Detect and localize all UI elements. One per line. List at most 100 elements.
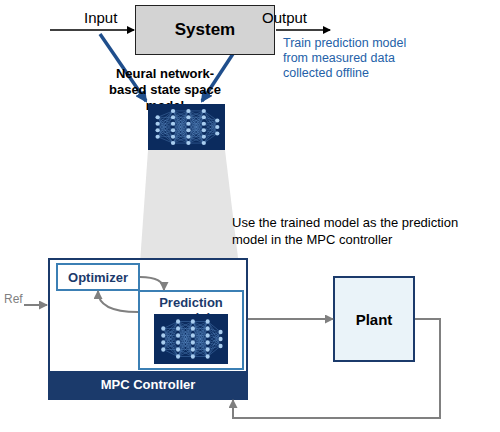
network-neuron <box>161 333 165 337</box>
network-neuron <box>206 326 210 330</box>
network-neuron <box>156 128 160 132</box>
connector-arrow <box>248 318 333 320</box>
network-link <box>188 117 203 143</box>
network-link <box>158 130 173 136</box>
network-link <box>178 336 193 357</box>
network-link <box>178 329 193 357</box>
network-link <box>193 322 208 357</box>
network-neuron <box>206 347 210 351</box>
network-link <box>173 111 188 117</box>
network-link <box>204 133 217 143</box>
network-link <box>178 329 193 357</box>
network-link <box>204 127 217 143</box>
network-link <box>188 110 203 111</box>
network-link <box>178 350 193 357</box>
network-neuron <box>186 135 190 139</box>
network-neuron <box>171 122 175 126</box>
network-link <box>204 121 217 137</box>
network-neuron <box>206 340 210 344</box>
network-link <box>208 322 221 333</box>
network-neuron <box>171 135 175 139</box>
network-link <box>173 111 188 143</box>
network-link <box>188 111 203 117</box>
network-neuron <box>171 115 175 119</box>
network-link <box>163 322 178 343</box>
network-neuron <box>176 326 180 330</box>
network-link <box>188 130 203 143</box>
network-neuron <box>171 128 175 132</box>
network-neuron <box>202 115 206 119</box>
network-neuron <box>215 125 219 129</box>
network-link <box>178 321 193 322</box>
reference-arrow <box>24 304 47 306</box>
network-link <box>208 332 221 350</box>
network-link <box>163 343 178 357</box>
network-link <box>163 349 178 350</box>
network-neuron <box>186 115 190 119</box>
network-neuron <box>202 128 206 132</box>
network-link <box>193 356 208 357</box>
network-link <box>173 111 188 137</box>
annotation-note: Use the trained model as the prediction … <box>232 214 482 248</box>
network-link <box>178 343 193 357</box>
network-neuron <box>161 347 165 351</box>
network-link <box>158 111 173 124</box>
network-link <box>178 322 193 350</box>
network-link <box>188 137 203 143</box>
network-neuron <box>191 319 195 323</box>
neural-network-icon <box>154 314 228 364</box>
network-link <box>178 350 193 357</box>
network-neuron <box>215 131 219 135</box>
network-link <box>163 336 178 350</box>
network-neuron <box>191 326 195 330</box>
signal-name: Output <box>262 9 332 26</box>
network-link <box>178 356 193 357</box>
network-link <box>163 329 178 350</box>
network-neuron <box>176 333 180 337</box>
network-link <box>188 124 203 143</box>
network-link <box>178 322 193 357</box>
network-neuron <box>171 109 175 113</box>
network-link <box>158 130 173 143</box>
network-link <box>178 322 193 336</box>
network-neuron <box>156 135 160 139</box>
network-neuron <box>191 333 195 337</box>
network-link <box>173 130 188 143</box>
network-neuron <box>186 141 190 145</box>
network-link <box>158 117 173 143</box>
network-link <box>173 111 188 124</box>
network-link <box>173 124 188 143</box>
network-link <box>163 322 178 350</box>
network-link <box>193 350 208 357</box>
node-text: MPC Controller <box>50 371 246 398</box>
network-link <box>193 322 208 357</box>
network-link <box>208 322 221 340</box>
network-neuron <box>156 115 160 119</box>
controller-box: MPC ControllerOptimizerPrediction model <box>48 258 248 400</box>
network-link <box>158 117 173 136</box>
icon-background <box>148 104 225 150</box>
network-neuron <box>191 347 195 351</box>
network-link <box>188 111 203 124</box>
network-link <box>163 336 178 350</box>
network-link <box>204 111 217 121</box>
model-block: Neural network-based state space model <box>98 64 232 152</box>
network-link <box>158 136 173 137</box>
network-neuron <box>202 109 206 113</box>
network-neuron <box>186 128 190 132</box>
network-neuron <box>176 340 180 344</box>
network-link <box>193 322 208 329</box>
network-neuron <box>215 119 219 123</box>
network-link <box>163 322 178 336</box>
network-neuron <box>202 135 206 139</box>
signal-name: Ref <box>4 292 34 306</box>
network-link <box>158 124 173 137</box>
network-link <box>208 346 221 357</box>
network-link <box>173 111 188 117</box>
network-link <box>173 137 188 143</box>
network-neuron <box>161 340 165 344</box>
network-link <box>188 111 203 137</box>
network-link <box>193 343 208 357</box>
network-link <box>163 343 178 350</box>
network-neuron <box>206 333 210 337</box>
